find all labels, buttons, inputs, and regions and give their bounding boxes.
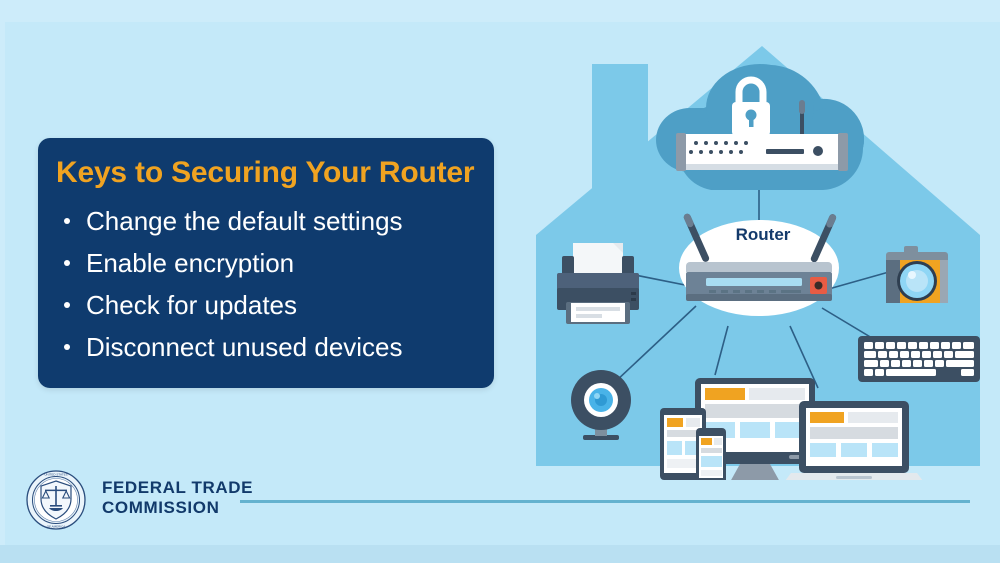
list-item-label: Disconnect unused devices xyxy=(86,332,403,362)
webcam-icon xyxy=(571,370,631,440)
padlock-icon xyxy=(732,76,770,136)
keys-card: Keys to Securing Your Router Change the … xyxy=(38,138,494,388)
list-item: Check for updates xyxy=(52,284,482,326)
printer-icon xyxy=(557,243,639,324)
bullet-dot-icon xyxy=(64,260,70,266)
home-network-illustration xyxy=(500,30,1000,480)
top-band xyxy=(0,0,1000,22)
smartphone-icon xyxy=(696,428,726,480)
list-item: Disconnect unused devices xyxy=(52,326,482,368)
photo-camera-icon xyxy=(886,246,948,303)
tablet-icon xyxy=(660,408,706,480)
footer-divider xyxy=(240,500,970,503)
svg-text:OF AMERICA: OF AMERICA xyxy=(47,525,66,529)
list-item: Enable encryption xyxy=(52,242,482,284)
keys-bullet-list: Change the default settings Enable encry… xyxy=(52,200,482,368)
svg-text:UNITED STATES: UNITED STATES xyxy=(44,473,67,477)
list-item-label: Enable encryption xyxy=(86,248,295,278)
left-band xyxy=(0,22,5,545)
wifi-router-icon xyxy=(683,213,837,301)
rack-modem-icon xyxy=(676,100,848,171)
ftc-logo-line2: COMMISSION xyxy=(102,498,220,517)
ftc-logo-text: FEDERAL TRADE COMMISSION xyxy=(102,478,253,518)
ftc-logo: UNITED STATES OF AMERICA FEDERAL TRADE C… xyxy=(26,470,486,532)
list-item: Change the default settings xyxy=(52,200,482,242)
card-title: Keys to Securing Your Router xyxy=(56,156,475,189)
laptop-icon xyxy=(785,401,923,480)
bottom-band xyxy=(0,545,1000,563)
ftc-logo-line1: FEDERAL TRADE xyxy=(102,478,254,497)
router-label: Router xyxy=(735,225,791,244)
bullet-dot-icon xyxy=(64,302,70,308)
ftc-seal-icon: UNITED STATES OF AMERICA xyxy=(26,470,86,530)
list-item-label: Check for updates xyxy=(86,290,298,320)
bullet-dot-icon xyxy=(64,344,70,350)
keyboard-icon xyxy=(858,336,980,382)
list-item-label: Change the default settings xyxy=(86,206,403,236)
bullet-dot-icon xyxy=(64,218,70,224)
